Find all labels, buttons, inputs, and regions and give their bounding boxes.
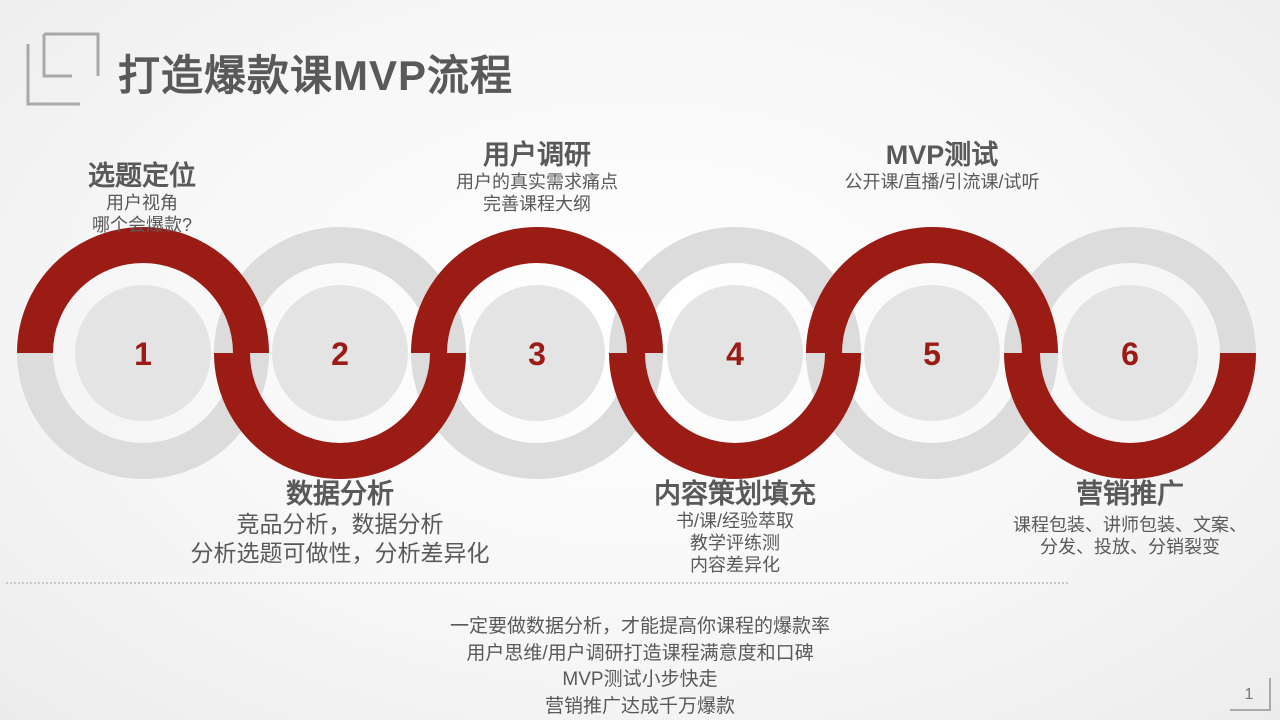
step-1-desc-line-1: 用户视角 — [106, 193, 178, 213]
summary-line-4: 营销推广达成千万爆款 — [544, 695, 735, 717]
step-6-label: 营销推广 课程包装、讲师包装、文案、 分发、投放、分销裂变 — [1000, 478, 1260, 558]
step-3-desc-line-1: 用户的真实需求痛点 — [456, 172, 618, 192]
step-5-desc-line-1: 公开课/直播/引流课/试听 — [844, 172, 1040, 192]
step-3-label: 用户调研 用户的真实需求痛点 完善课程大纲 — [417, 139, 657, 215]
summary-line-1: 一定要做数据分析，才能提高你课程的爆款率 — [449, 616, 830, 637]
step-6-desc-line-2: 分发、投放、分销裂变 — [1040, 537, 1220, 557]
step-4-number: 4 — [726, 336, 744, 372]
step-2-label: 数据分析 竞品分析，数据分析 分析选题可做性，分析差异化 — [175, 478, 505, 568]
step-1-label: 选题定位 用户视角 哪个会爆款? — [42, 160, 242, 236]
page-title: 打造爆款课MVP流程 — [118, 52, 514, 99]
dotted-divider — [6, 582, 1068, 584]
step-1-title: 选题定位 — [88, 161, 196, 191]
step-5-number: 5 — [923, 336, 941, 372]
red-serpentine-path — [17, 227, 1256, 479]
step-4-label: 内容策划填充 书/课/经验萃取 教学评练测 内容差异化 — [620, 478, 850, 576]
step-1-desc-line-2: 哪个会爆款? — [91, 215, 192, 235]
step-6-desc-line-1: 课程包装、讲师包装、文案、 — [1013, 515, 1247, 535]
step-5-title: MVP测试 — [885, 140, 999, 170]
step-4-title: 内容策划填充 — [654, 479, 816, 509]
page-corner-icon — [1230, 678, 1271, 711]
step-4-desc-line-3: 内容差异化 — [690, 555, 780, 575]
summary-line-3: MVP测试小步快走 — [562, 669, 718, 690]
step-6-number: 6 — [1121, 336, 1139, 372]
step-2-desc-line-2: 分析选题可做性，分析差异化 — [190, 540, 490, 566]
page-number: 1 — [1244, 686, 1254, 703]
step-3-number: 3 — [528, 336, 546, 372]
step-2-title: 数据分析 — [286, 479, 394, 509]
summary-line-2: 用户思维/用户调研打造课程满意度和口碑 — [466, 642, 814, 664]
step-4-desc-line-1: 书/课/经验萃取 — [675, 511, 794, 531]
step-2-desc-line-1: 竞品分析，数据分析 — [236, 511, 444, 537]
step-6-title: 营销推广 — [1076, 479, 1184, 509]
summary-block: 一定要做数据分析，才能提高你课程的爆款率 用户思维/用户调研打造课程满意度和口碑… — [340, 614, 940, 720]
step-4-desc-line-2: 教学评练测 — [690, 533, 780, 553]
step-2-number: 2 — [331, 336, 349, 372]
step-1-number: 1 — [134, 336, 152, 372]
step-3-title: 用户调研 — [483, 140, 591, 170]
title-corner-decoration-icon — [26, 32, 100, 106]
step-3-desc-line-2: 完善课程大纲 — [483, 194, 591, 214]
step-5-label: MVP测试 公开课/直播/引流课/试听 — [812, 139, 1072, 193]
